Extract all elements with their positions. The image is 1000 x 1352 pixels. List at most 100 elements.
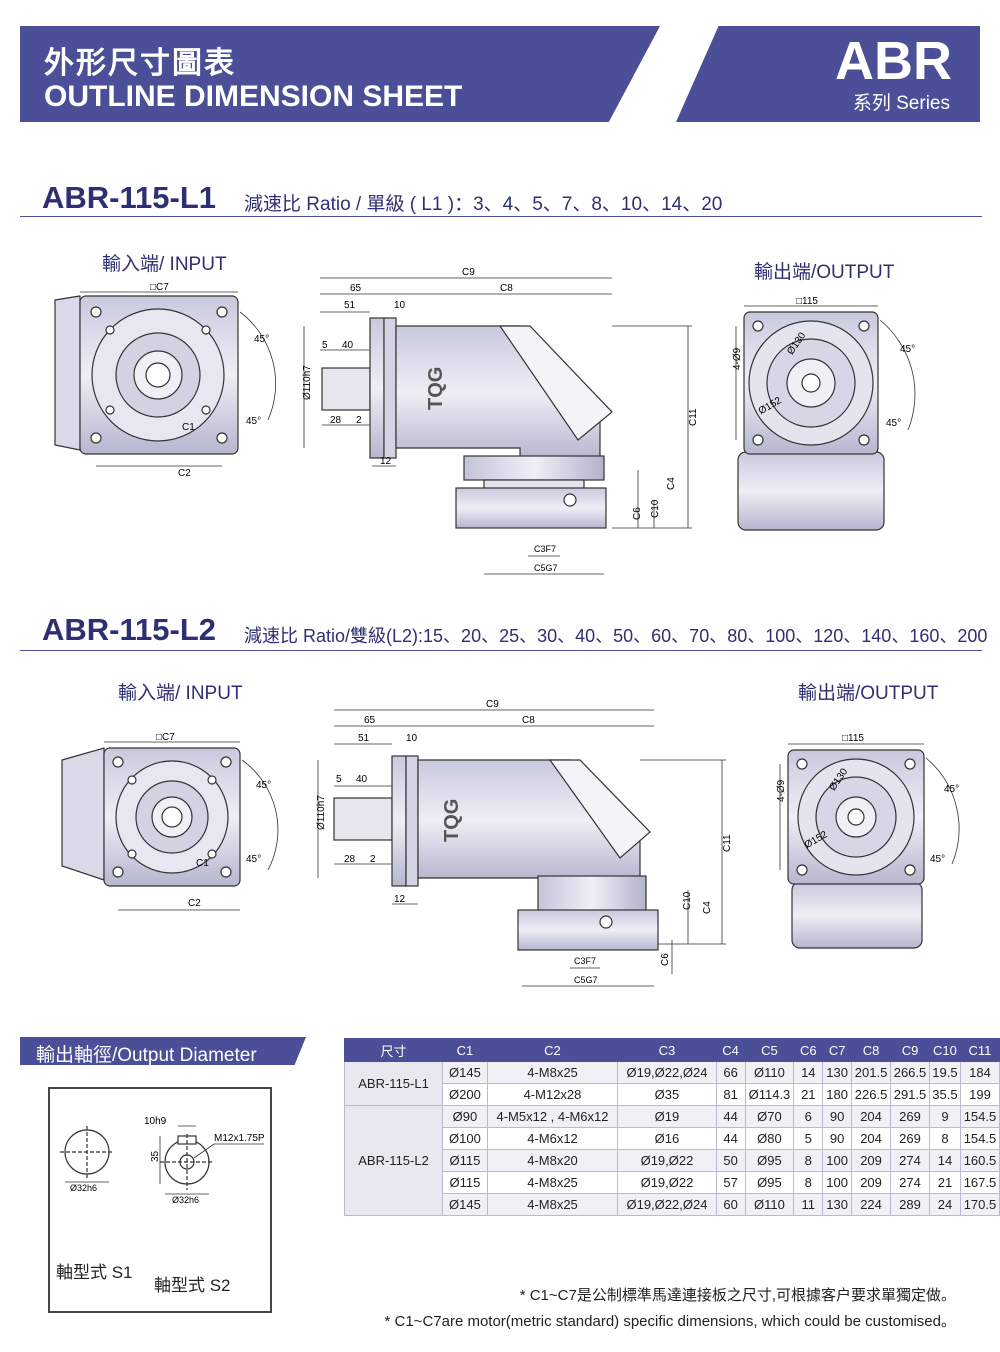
cell-c1: Ø115	[442, 1171, 488, 1194]
section1-output-dimlines	[735, 305, 916, 440]
s1-dim-c7: □C7	[150, 282, 169, 293]
section1-model-title: ABR-115-L1	[42, 180, 216, 215]
header-c10: C10	[928, 1038, 961, 1062]
cell-c3: Ø19,Ø22,Ø24	[617, 1061, 717, 1084]
cell-c2: 4-M5x12 , 4-M6x12	[486, 1105, 619, 1128]
s1-dim-c1: C1	[182, 422, 195, 433]
cell-c11: 160.5	[959, 1149, 1000, 1172]
cell-c8: 201.5	[851, 1061, 892, 1084]
header-c7: C7	[822, 1038, 853, 1062]
cell-c2: 4-M8x20	[486, 1149, 619, 1172]
series-label: 系列 Series	[852, 93, 950, 114]
cell-c5: Ø114.3	[744, 1083, 795, 1106]
s1-dim-12: 12	[380, 456, 392, 467]
cell-c7: 180	[822, 1083, 853, 1106]
cell-c10: 35.5	[928, 1083, 961, 1106]
s2-dim-10: 10	[406, 733, 418, 744]
header-c6: C6	[793, 1038, 824, 1062]
cell-c3: Ø19,Ø22	[617, 1171, 717, 1194]
output-diameter-tab	[20, 1037, 306, 1065]
s2-dim-bolt: 4-Ø9	[776, 779, 787, 802]
s2-dim-c11: C11	[722, 834, 733, 852]
cell-c4: 44	[715, 1105, 746, 1128]
s2-dim-40: 40	[356, 774, 368, 785]
s2-dim-45b: 45°	[246, 854, 261, 865]
cell-c9: 274	[890, 1149, 930, 1172]
cell-c9: 274	[890, 1171, 930, 1194]
section2-input-dimlines	[104, 741, 279, 911]
output-diameter-title: 輸出軸徑/Output Diameter	[36, 1045, 257, 1066]
s2-dim-c3: C3F7	[574, 956, 596, 966]
header-c1: C1	[442, 1038, 488, 1062]
cell-c3: Ø19,Ø22,Ø24	[617, 1193, 717, 1216]
cell-c4: 60	[715, 1193, 746, 1216]
section1-side-dimlines	[303, 277, 692, 575]
cell-c3: Ø19,Ø22	[617, 1149, 717, 1172]
cell-c11: 184	[959, 1061, 1000, 1084]
model-cell: ABR-115-L1	[343, 1061, 444, 1106]
shaft-type-s2: 軸型式 S2	[154, 1276, 231, 1295]
s1-dim-45b: 45°	[246, 416, 261, 427]
s1-dim-bolt: 4-Ø9	[732, 347, 743, 370]
cell-c9: 291.5	[890, 1083, 930, 1106]
cell-c2: 4-M6x12	[486, 1127, 619, 1150]
header-banner-left	[20, 26, 660, 122]
s1-dim-45a: 45°	[254, 334, 269, 345]
s1-dim-10: 10	[394, 300, 406, 311]
header-c11: C11	[959, 1038, 1000, 1062]
s2-dim-51: 51	[358, 733, 370, 744]
header-size: 尺寸	[343, 1038, 444, 1062]
s2-dim-c6: C6	[660, 953, 671, 966]
section2-model-title: ABR-115-L2	[42, 612, 216, 647]
note-chinese: * C1~C7是公制標準馬達連接板之尺寸,可根據客户要求單獨定做。	[519, 1287, 956, 1304]
section1-input-label: 輸入端/ INPUT	[102, 254, 227, 275]
s1-dim-c3: C3F7	[534, 544, 556, 554]
header-c9: C9	[890, 1038, 930, 1062]
s2-dim-c7: □C7	[156, 732, 175, 743]
cell-c11: 167.5	[959, 1171, 1000, 1194]
s1-dim-45d: 45°	[886, 418, 901, 429]
cell-c7: 100	[822, 1171, 853, 1194]
s1-dim-c8: C8	[500, 283, 513, 294]
cell-c7: 130	[822, 1193, 853, 1216]
cell-c4: 44	[715, 1127, 746, 1150]
s1-shaft-dia: Ø32h6	[70, 1183, 97, 1193]
cell-c10: 21	[928, 1171, 961, 1194]
cell-c2: 4-M8x25	[486, 1171, 619, 1194]
s1-dim-c4: C4	[666, 477, 677, 490]
output-diameter-box	[48, 1087, 272, 1313]
cell-c10: 9	[928, 1105, 961, 1128]
title-english: OUTLINE DIMENSION SHEET	[44, 80, 463, 113]
section2-output-label: 輸出端/OUTPUT	[798, 683, 939, 704]
cell-c4: 57	[715, 1171, 746, 1194]
cell-c10: 14	[928, 1149, 961, 1172]
cell-c7: 130	[822, 1061, 853, 1084]
s2-thread: M12x1.75P	[214, 1133, 265, 1144]
section1-output-label: 輸出端/OUTPUT	[754, 262, 895, 283]
section2-ratio: 減速比 Ratio/雙級(L2):15、20、25、30、40、50、60、70…	[244, 626, 988, 646]
section2-side-dimlines	[317, 709, 726, 987]
s2-dim-45c: 45°	[944, 784, 959, 795]
cell-c8: 204	[851, 1127, 892, 1150]
cell-c6: 11	[793, 1193, 824, 1216]
s1-dim-28: 28	[330, 415, 342, 426]
s2-dim-2: 2	[370, 854, 376, 865]
title-chinese: 外形尺寸圖表	[44, 47, 236, 80]
cell-c6: 8	[793, 1171, 824, 1194]
cell-c8: 209	[851, 1149, 892, 1172]
s1-dim-sq115: □115	[796, 296, 818, 307]
section2-side-body	[333, 755, 659, 951]
s1-dim-5: 5	[322, 340, 328, 351]
cell-c5: Ø70	[744, 1105, 795, 1128]
s2-dim-28: 28	[344, 854, 356, 865]
s1-dim-51: 51	[344, 300, 356, 311]
s2-dim-c1: C1	[196, 858, 209, 869]
s2-brand: TQG	[441, 799, 463, 842]
cell-c10: 24	[928, 1193, 961, 1216]
s2-key-height: 35	[150, 1150, 161, 1162]
header-c2: C2	[486, 1038, 619, 1062]
